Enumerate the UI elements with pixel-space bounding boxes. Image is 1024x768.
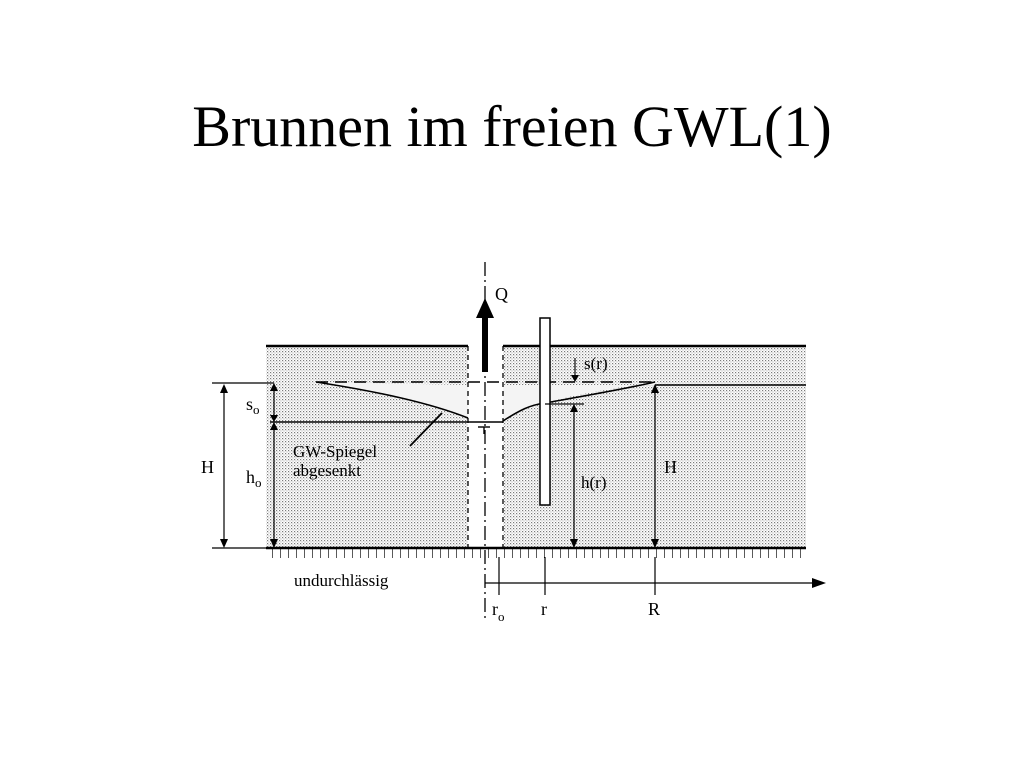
label-R: R xyxy=(648,599,660,619)
label-abgesenkt: abgesenkt xyxy=(293,461,361,480)
slide-title: Brunnen im freien GWL(1) xyxy=(192,94,832,159)
label-H-right: H xyxy=(664,457,677,477)
impermeable-hatching xyxy=(266,549,806,558)
dim-H-right-arrow-bottom xyxy=(651,539,659,548)
label-s-o: so xyxy=(246,394,260,417)
label-h-o: ho xyxy=(246,467,262,490)
dim-s-o-arrow-bottom xyxy=(270,415,278,422)
dim-h-o-arrow-bottom xyxy=(270,539,278,548)
dim-h-o-arrow-top xyxy=(270,422,278,430)
observation-well xyxy=(539,317,551,506)
label-r-o: ro xyxy=(492,599,505,624)
drawdown-s-r-arrow-head xyxy=(571,375,579,382)
gw-spiegel-leader xyxy=(409,412,443,447)
flow-label: Q xyxy=(495,284,508,304)
dim-h-r-arrow-bottom xyxy=(570,539,578,548)
label-H-left: H xyxy=(201,457,214,477)
flow-arrow-head xyxy=(476,298,494,318)
dim-h-r-arrow-top xyxy=(570,404,578,412)
radial-axis-arrow xyxy=(812,578,826,588)
drawdown-zone-left xyxy=(316,382,468,418)
drawdown-curve-right xyxy=(502,381,656,422)
label-h-r: h(r) xyxy=(581,473,606,492)
label-gw-spiegel: GW-Spiegel xyxy=(293,442,377,461)
label-r: r xyxy=(541,599,547,619)
dim-s-o-arrow-top xyxy=(270,383,278,391)
drawdown-label-s-r: s(r) xyxy=(584,354,608,373)
dim-H-left-arrow-bottom xyxy=(220,539,228,548)
label-impermeable: undurchlässig xyxy=(294,571,389,590)
drawdown-curve-left xyxy=(315,381,469,419)
dim-H-right-arrow-top xyxy=(651,384,659,393)
dim-H-left-arrow-top xyxy=(220,384,228,393)
